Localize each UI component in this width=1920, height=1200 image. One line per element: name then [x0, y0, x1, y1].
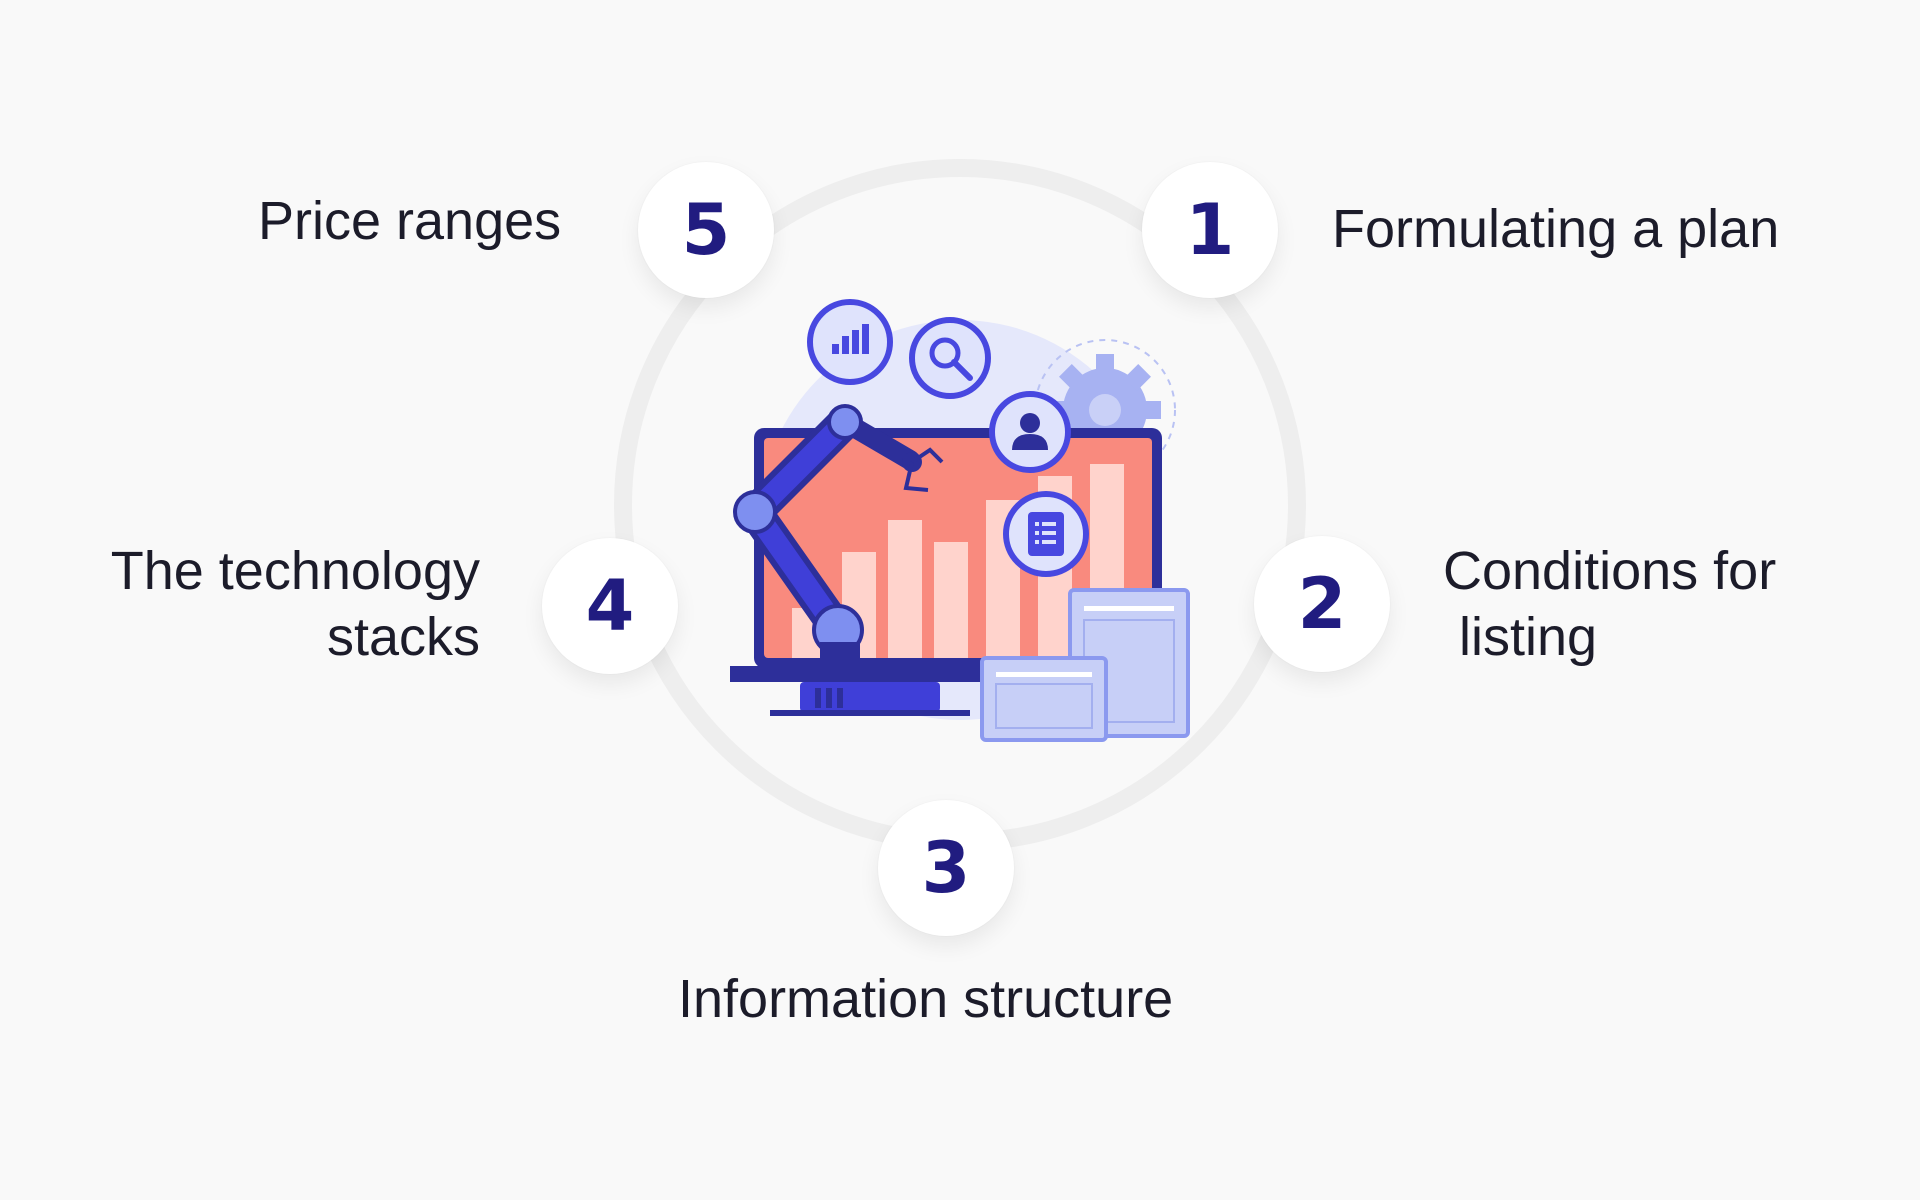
step-1-label: Formulating a plan — [1332, 199, 1780, 259]
step-number: 2 — [1297, 563, 1347, 645]
step-4-label-line-2: stacks — [326, 607, 480, 667]
step-4-label-line-1: The technology — [110, 541, 480, 601]
step-3-badge: 3 — [878, 800, 1014, 936]
step-number: 3 — [921, 827, 971, 909]
monitor-stand-base — [730, 666, 990, 682]
step-5-label: Price ranges — [258, 191, 562, 251]
robot-arm — [733, 404, 944, 672]
step-2-label: Conditions for listing — [1443, 538, 1776, 670]
step-number: 5 — [681, 189, 731, 271]
step-4-label: The technology stacks — [74, 538, 480, 670]
step-4-badge: 4 — [542, 538, 678, 674]
step-3-label: Information structure — [678, 969, 1174, 1029]
user-icon — [989, 391, 1071, 473]
bar-chart-icon — [807, 299, 893, 385]
step-1-badge: 1 — [1142, 162, 1278, 298]
monitor-stand — [800, 682, 940, 712]
document-list-icon — [1003, 491, 1089, 577]
step-2-label-line-1: Conditions for — [1443, 541, 1777, 601]
robot-analytics-illustration — [730, 299, 1190, 742]
document-panels — [980, 588, 1190, 742]
step-2-badge: 2 — [1254, 536, 1390, 672]
search-icon — [909, 317, 991, 399]
step-number: 1 — [1185, 189, 1235, 271]
step-number: 4 — [585, 565, 635, 647]
step-2-label-line-2: listing — [1459, 607, 1598, 667]
step-5-badge: 5 — [638, 162, 774, 298]
